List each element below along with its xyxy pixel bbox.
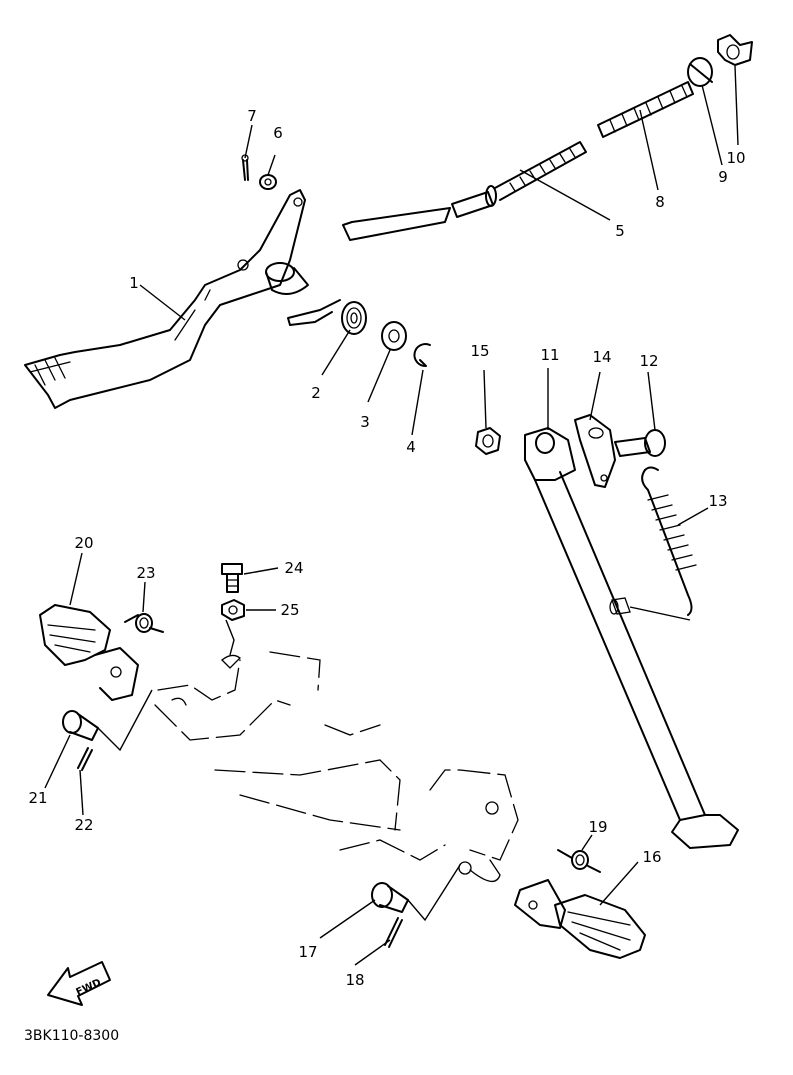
callout-7: 7 <box>247 107 257 125</box>
brake-rod <box>342 141 587 241</box>
callout-3: 3 <box>360 413 370 431</box>
callout-25: 25 <box>280 601 299 619</box>
diagram-reference-code: 3BK110-8300 <box>24 1028 119 1044</box>
cotter-pin-right <box>384 917 403 948</box>
fwd-arrow-icon: FWD <box>47 961 111 1006</box>
callout-1: 1 <box>129 274 139 292</box>
frame-outline <box>154 651 519 882</box>
pedal-return-spring <box>287 299 367 335</box>
callout-5: 5 <box>615 222 625 240</box>
callout-14: 14 <box>592 348 611 366</box>
hex-nut <box>475 427 501 455</box>
callout-17: 17 <box>298 943 317 961</box>
footrest-pin-right <box>371 882 409 913</box>
left-footrest <box>39 604 139 701</box>
washer <box>381 321 407 351</box>
callout-18: 18 <box>345 971 364 989</box>
wing-nut <box>717 34 753 66</box>
callout-19: 19 <box>588 818 607 836</box>
cotter-pin-left <box>77 747 93 771</box>
callout-8: 8 <box>655 193 665 211</box>
fwd-label: FWD <box>75 977 103 998</box>
callout-15: 15 <box>470 342 489 360</box>
brake-pedal <box>24 189 309 409</box>
footrest-pin-left <box>62 710 99 741</box>
callout-10: 10 <box>726 149 745 167</box>
callout-4: 4 <box>406 438 416 456</box>
stand-bracket <box>574 414 616 488</box>
callout-24: 24 <box>284 559 303 577</box>
pivot-bolt <box>614 429 666 457</box>
circlip <box>413 343 431 368</box>
callout-6: 6 <box>273 124 283 142</box>
callout-labels: 1 2 3 4 5 6 7 8 9 10 11 12 13 14 15 16 1… <box>28 107 745 989</box>
cotter-pin <box>241 154 249 181</box>
callout-9: 9 <box>718 168 728 186</box>
rod-joint <box>687 57 713 87</box>
callout-2: 2 <box>311 384 321 402</box>
mounting-bolt <box>221 563 243 593</box>
mounting-nut <box>221 599 245 621</box>
right-footrest <box>514 879 646 959</box>
callout-23: 23 <box>136 564 155 582</box>
small-washer <box>259 174 277 190</box>
callout-12: 12 <box>639 352 658 370</box>
callout-21: 21 <box>28 789 47 807</box>
footrest-spring-left <box>124 613 164 633</box>
callout-16: 16 <box>642 848 661 866</box>
callout-11: 11 <box>540 346 559 364</box>
stand-spring <box>641 466 697 616</box>
spring-pin <box>609 597 631 615</box>
callout-13: 13 <box>708 492 727 510</box>
footrest-spring-right <box>557 849 601 873</box>
sidestand <box>524 427 739 849</box>
rod-spring <box>597 81 694 138</box>
callout-22: 22 <box>74 816 93 834</box>
callout-20: 20 <box>74 534 93 552</box>
leader-lines <box>44 65 739 966</box>
